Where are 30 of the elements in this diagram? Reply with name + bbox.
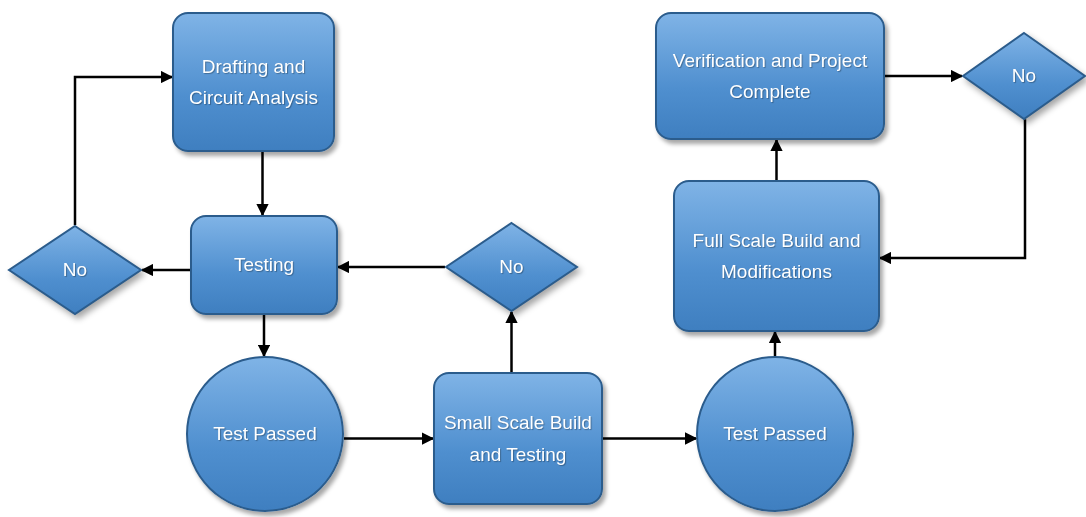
arrow bbox=[768, 330, 782, 356]
node-label: Drafting and Circuit Analysis bbox=[188, 54, 319, 110]
arrow bbox=[603, 432, 698, 445]
decision-diamond bbox=[8, 225, 142, 315]
arrow bbox=[336, 260, 445, 274]
node-label: Testing bbox=[232, 253, 296, 278]
arrow bbox=[878, 119, 1027, 265]
process-box bbox=[673, 180, 880, 332]
arrow bbox=[770, 138, 783, 180]
process-box bbox=[655, 12, 885, 140]
node-label: Verification and Project Complete bbox=[671, 48, 869, 104]
decision-diamond bbox=[445, 222, 578, 312]
process-box bbox=[172, 12, 335, 152]
node-label: Small Scale Build and Testing bbox=[443, 411, 593, 467]
process-box bbox=[433, 372, 603, 505]
node-label: No bbox=[61, 258, 89, 283]
node-label: No bbox=[498, 255, 525, 280]
arrow bbox=[140, 263, 190, 277]
node-label: Test Passed bbox=[722, 422, 828, 447]
arrow bbox=[256, 152, 269, 217]
arrow bbox=[73, 70, 174, 225]
process-box bbox=[190, 215, 338, 315]
arrow bbox=[885, 69, 964, 83]
arrow bbox=[505, 310, 518, 372]
arrow bbox=[257, 315, 271, 358]
node-label: Full Scale Build and Modifications bbox=[691, 228, 862, 284]
node-label: Test Passed bbox=[212, 422, 318, 447]
decision-diamond bbox=[962, 32, 1086, 120]
node-label: No bbox=[1010, 64, 1038, 89]
arrow bbox=[343, 432, 435, 445]
